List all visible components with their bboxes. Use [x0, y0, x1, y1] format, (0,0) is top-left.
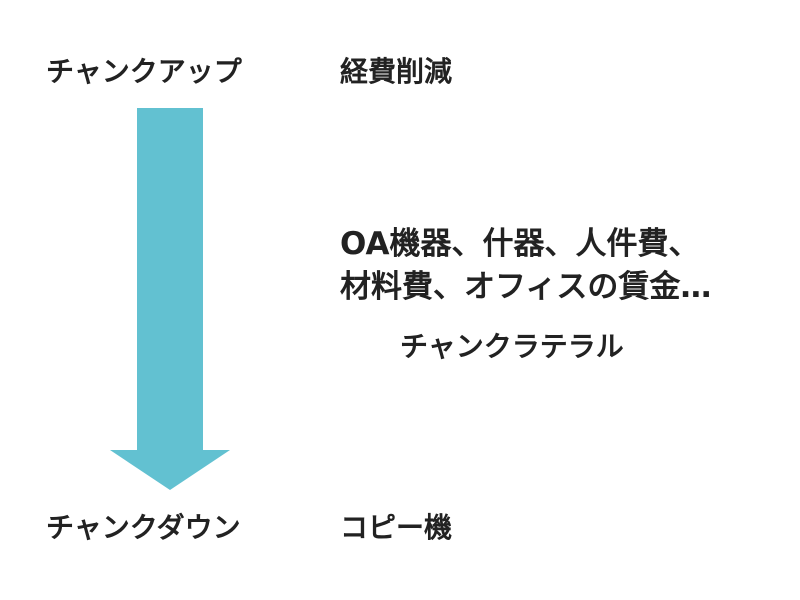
down-arrow-icon [110, 108, 230, 490]
middle-examples: OA機器、什器、人件費、 材料費、オフィスの賃金… [340, 223, 711, 309]
middle-examples-line-2: 材料費、オフィスの賃金… [340, 269, 712, 305]
chunk-lateral-label: チャンクラテラル [400, 330, 624, 363]
chunk-up-example: 経費削減 [340, 55, 453, 88]
arrow-shape [110, 108, 230, 490]
chunk-down-label: チャンクダウン [46, 511, 241, 544]
chunk-down-example: コピー機 [340, 511, 453, 544]
middle-examples-line-1: OA機器、什器、人件費、 [340, 226, 700, 262]
chunk-up-label: チャンクアップ [46, 55, 242, 88]
